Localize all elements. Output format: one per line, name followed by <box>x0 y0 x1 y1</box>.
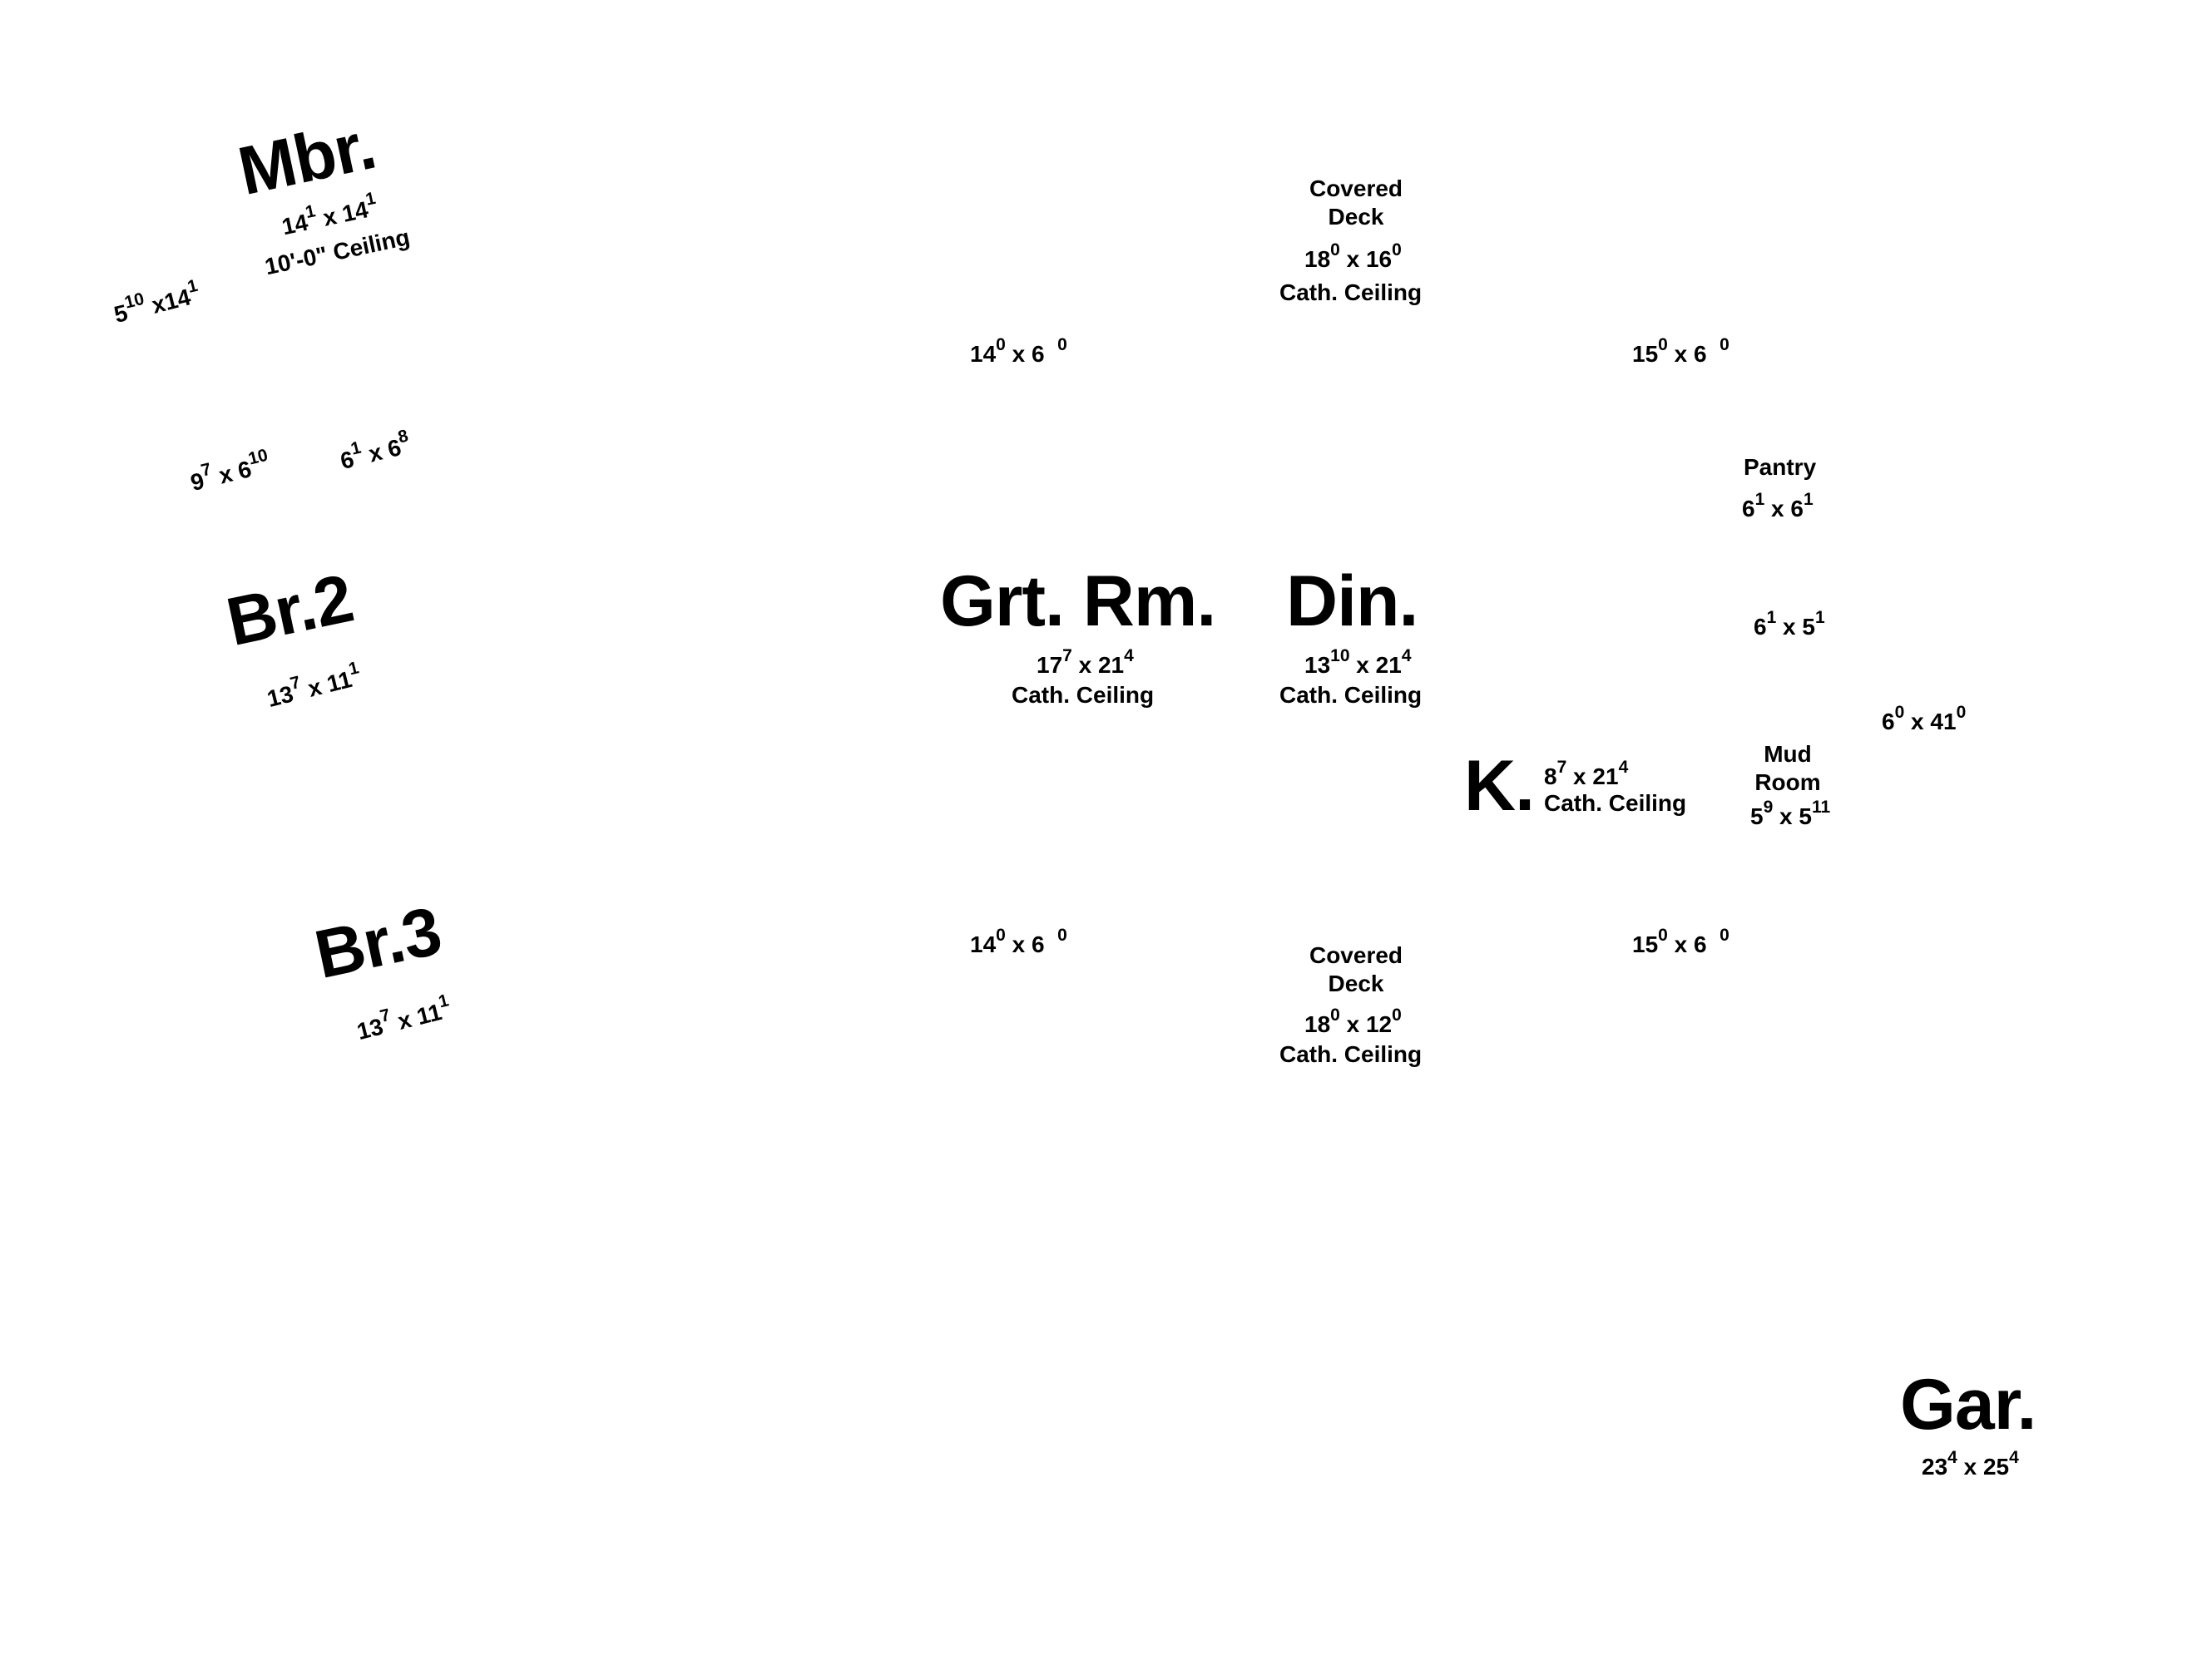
room-note-din: Cath. Ceiling <box>1279 682 1423 708</box>
room-note-kitchen: Cath. Ceiling <box>1544 790 1687 816</box>
room-label-grt-rm: Grt. Rm. <box>940 561 1216 641</box>
room-label-br3: Br.3 <box>308 892 448 994</box>
room-dim-porch: 60 x 410 <box>1882 702 1967 734</box>
room-label-covered-deck-bot: Covered Deck <box>1309 942 1403 996</box>
room-label-mbr: Mbr. <box>231 106 382 210</box>
room-dim-mbr-closet: 510 x141 <box>111 275 200 329</box>
room-dim-covered-deck-bot: 180 x 120 <box>1304 1005 1402 1037</box>
room-dim-kitchen: 87 x 214 <box>1544 757 1629 789</box>
room-dim-mud-room: 59 x 511 <box>1750 797 1831 829</box>
room-label-br2: Br.2 <box>220 560 359 661</box>
room-dim-bath-a: 97 x 610 <box>188 445 270 497</box>
room-dim-deck-top-right: 150 x 6 0 <box>1632 334 1729 367</box>
room-label-mud-room: Mud Room <box>1754 741 1821 795</box>
room-dim-br2: 137 x 111 <box>265 658 361 713</box>
room-note-grt-rm: Cath. Ceiling <box>1012 682 1155 708</box>
room-dim-deck-top-left: 140 x 6 0 <box>970 334 1067 367</box>
room-note-covered-deck-top: Cath. Ceiling <box>1279 279 1423 305</box>
room-label-din: Din. <box>1286 561 1418 641</box>
room-dim-bath-b: 61 x 68 <box>338 426 410 475</box>
room-dim-gar: 234 x 254 <box>1922 1447 2019 1480</box>
room-dim-covered-deck-top: 180 x 160 <box>1304 240 1402 272</box>
room-label-pantry: Pantry <box>1744 454 1817 480</box>
room-dim-deck-bot-left: 140 x 6 0 <box>970 925 1067 957</box>
room-dim-deck-bot-right: 150 x 6 0 <box>1632 925 1729 957</box>
room-label-covered-deck-top: Covered Deck <box>1309 175 1403 230</box>
room-label-kitchen: K. <box>1464 746 1535 826</box>
room-label-gar: Gar. <box>1900 1365 2036 1445</box>
room-note-covered-deck-bot: Cath. Ceiling <box>1279 1041 1423 1067</box>
room-dim-grt-rm: 177 x 214 <box>1037 645 1134 678</box>
room-dim-br3: 137 x 111 <box>354 991 451 1045</box>
room-dim-pantry: 61 x 61 <box>1742 489 1814 521</box>
room-dim-din: 1310 x 214 <box>1304 645 1412 678</box>
room-dim-laundry: 61 x 51 <box>1754 607 1825 640</box>
